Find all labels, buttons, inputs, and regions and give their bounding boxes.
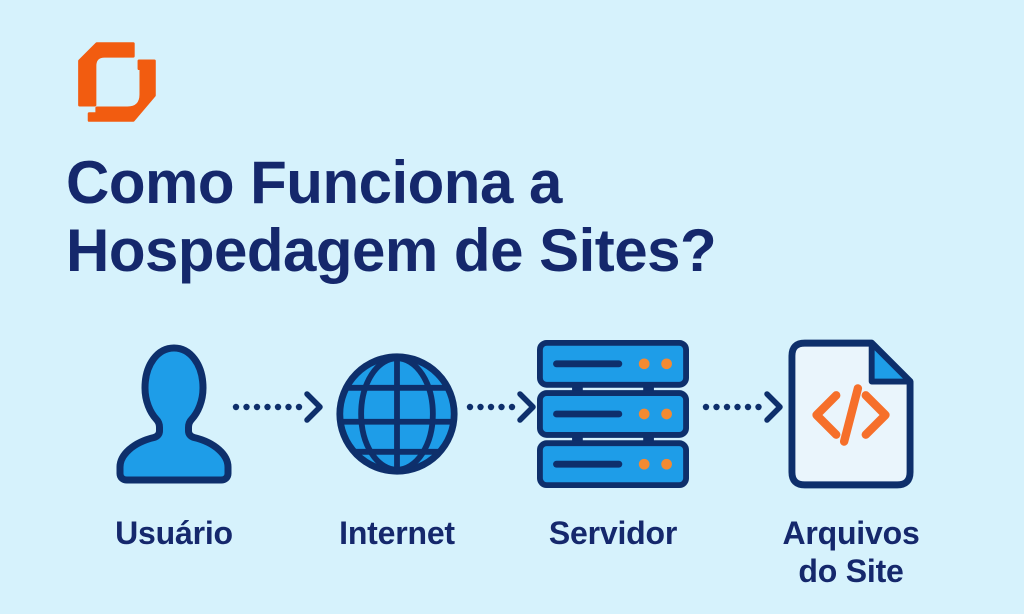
file-code-icon: [731, 338, 971, 490]
step-internet: Internet: [277, 338, 517, 552]
step-label-internet: Internet: [339, 515, 455, 551]
page-title: Como Funciona a Hospedagem de Sites?: [66, 149, 826, 285]
step-servidor: Servidor: [493, 338, 733, 552]
step-arquivos-do-site: Arquivos do Site: [731, 338, 971, 590]
hostinger-logo-icon: [78, 42, 156, 122]
flow-arrow-2: [464, 389, 536, 425]
step-label-arquivos: Arquivos do Site: [782, 515, 920, 589]
flow-arrow-3: [700, 389, 783, 425]
page-title-line-2: Hospedagem de Sites?: [66, 217, 717, 284]
step-usuario: Usuário: [54, 338, 294, 552]
server-icon: [493, 338, 733, 490]
step-label-usuario: Usuário: [115, 515, 233, 551]
step-label-servidor: Servidor: [548, 515, 678, 551]
user-icon: [54, 338, 294, 490]
flow-arrow-1: [230, 389, 323, 425]
page-title-line-1: Como Funciona a: [66, 149, 562, 216]
globe-icon: [277, 338, 517, 490]
